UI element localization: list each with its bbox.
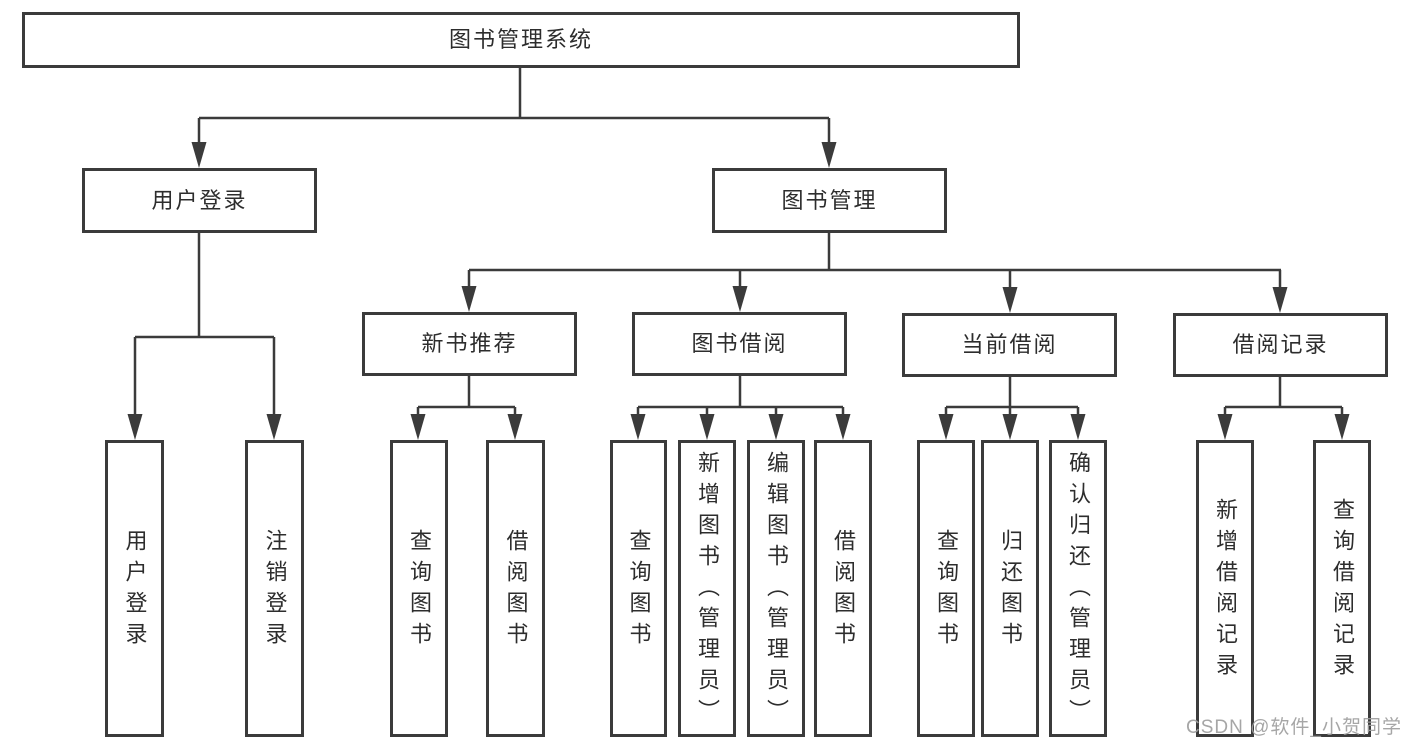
watermark-csdn: CSDN @软件_小贺同学	[1186, 717, 1402, 738]
node-label: 查询图书	[934, 528, 959, 653]
node-label: 新增借阅记录	[1213, 497, 1238, 684]
node-user-login-branch: 用户登录	[82, 168, 317, 233]
leaf-add-borrow-record: 新增借阅记录	[1196, 440, 1254, 737]
leaf-borrow-books-borrowing: 借阅图书	[814, 440, 872, 737]
node-book-management: 图书管理	[712, 168, 947, 233]
node-system-root: 图书管理系统	[22, 12, 1020, 68]
node-label: 查询图书	[407, 528, 432, 653]
node-label: 确认归还（管理员）	[1066, 451, 1091, 730]
node-label: 借阅图书	[831, 528, 856, 653]
node-book-borrowing: 图书借阅	[632, 312, 847, 376]
node-label: 用户登录	[151, 187, 248, 213]
leaf-add-books-admin: 新增图书（管理员）	[678, 440, 736, 737]
node-current-borrowing: 当前借阅	[902, 313, 1117, 377]
leaf-user-login: 用户登录	[105, 440, 164, 737]
leaf-borrow-books-recommend: 借阅图书	[486, 440, 545, 737]
node-label: 图书管理系统	[448, 27, 593, 52]
node-label: 查询借阅记录	[1330, 497, 1355, 684]
leaf-edit-books-admin: 编辑图书（管理员）	[747, 440, 805, 737]
leaf-query-borrow-record: 查询借阅记录	[1313, 440, 1371, 737]
node-label: 图书借阅	[691, 331, 788, 356]
leaf-confirm-return-admin: 确认归还（管理员）	[1049, 440, 1107, 737]
node-new-book-recommendation: 新书推荐	[362, 312, 577, 376]
leaf-query-books-borrowing: 查询图书	[610, 440, 667, 737]
node-label: 当前借阅	[961, 332, 1058, 357]
node-label: 查询图书	[626, 528, 652, 653]
leaf-query-books-current: 查询图书	[917, 440, 975, 737]
node-label: 注销登录	[262, 528, 288, 653]
leaf-return-books: 归还图书	[981, 440, 1039, 737]
leaf-query-books-recommend: 查询图书	[390, 440, 448, 737]
node-label: 图书管理	[781, 187, 878, 213]
node-label: 借阅记录	[1232, 332, 1329, 357]
node-borrowing-records: 借阅记录	[1173, 313, 1388, 377]
node-label: 用户登录	[122, 528, 148, 653]
node-label: 新书推荐	[421, 331, 518, 356]
node-label: 借阅图书	[503, 528, 529, 653]
node-label: 归还图书	[998, 528, 1023, 653]
leaf-logout: 注销登录	[245, 440, 304, 737]
node-label: 编辑图书（管理员）	[764, 451, 789, 730]
node-label: 新增图书（管理员）	[695, 451, 720, 730]
